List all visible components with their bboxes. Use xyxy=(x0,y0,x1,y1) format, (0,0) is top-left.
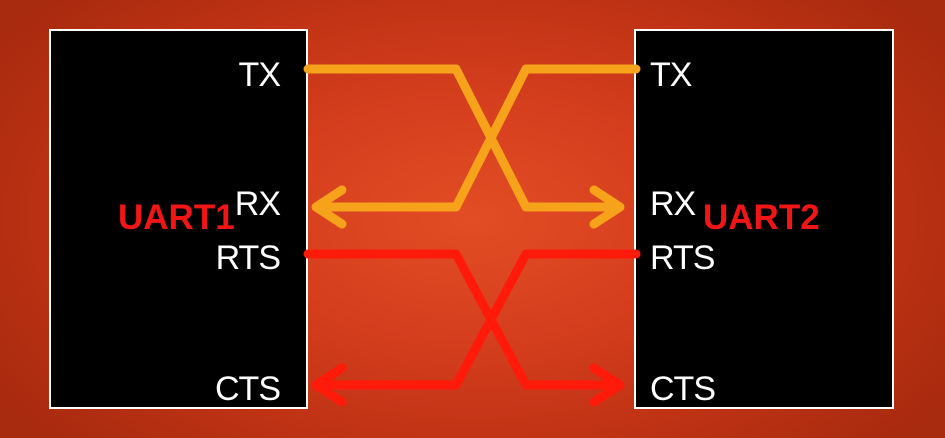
tx2-to-rx1-wire xyxy=(313,64,641,212)
uart1-rx-label: RX xyxy=(234,185,281,223)
uart2-cts-label: CTS xyxy=(650,370,716,408)
uart1-cts-label: CTS xyxy=(215,370,281,408)
uart1-tx-label: TX xyxy=(238,56,281,94)
uart2-title: UART2 xyxy=(703,198,820,237)
rts2-to-cts1-wire xyxy=(313,249,641,390)
rx1-arrowhead xyxy=(311,185,347,229)
cts1-arrowhead xyxy=(311,363,347,407)
uart2-tx-label: TX xyxy=(650,56,692,94)
cts2-arrowhead xyxy=(589,363,625,407)
uart1-rts-label: RTS xyxy=(215,239,281,277)
uart1-box xyxy=(49,29,308,409)
uart2-box xyxy=(634,29,894,409)
rx2-arrowhead xyxy=(589,185,625,229)
uart2-rts-label: RTS xyxy=(650,239,715,277)
uart2-rx-label: RX xyxy=(650,185,696,223)
uart1-title: UART1 xyxy=(118,198,235,237)
